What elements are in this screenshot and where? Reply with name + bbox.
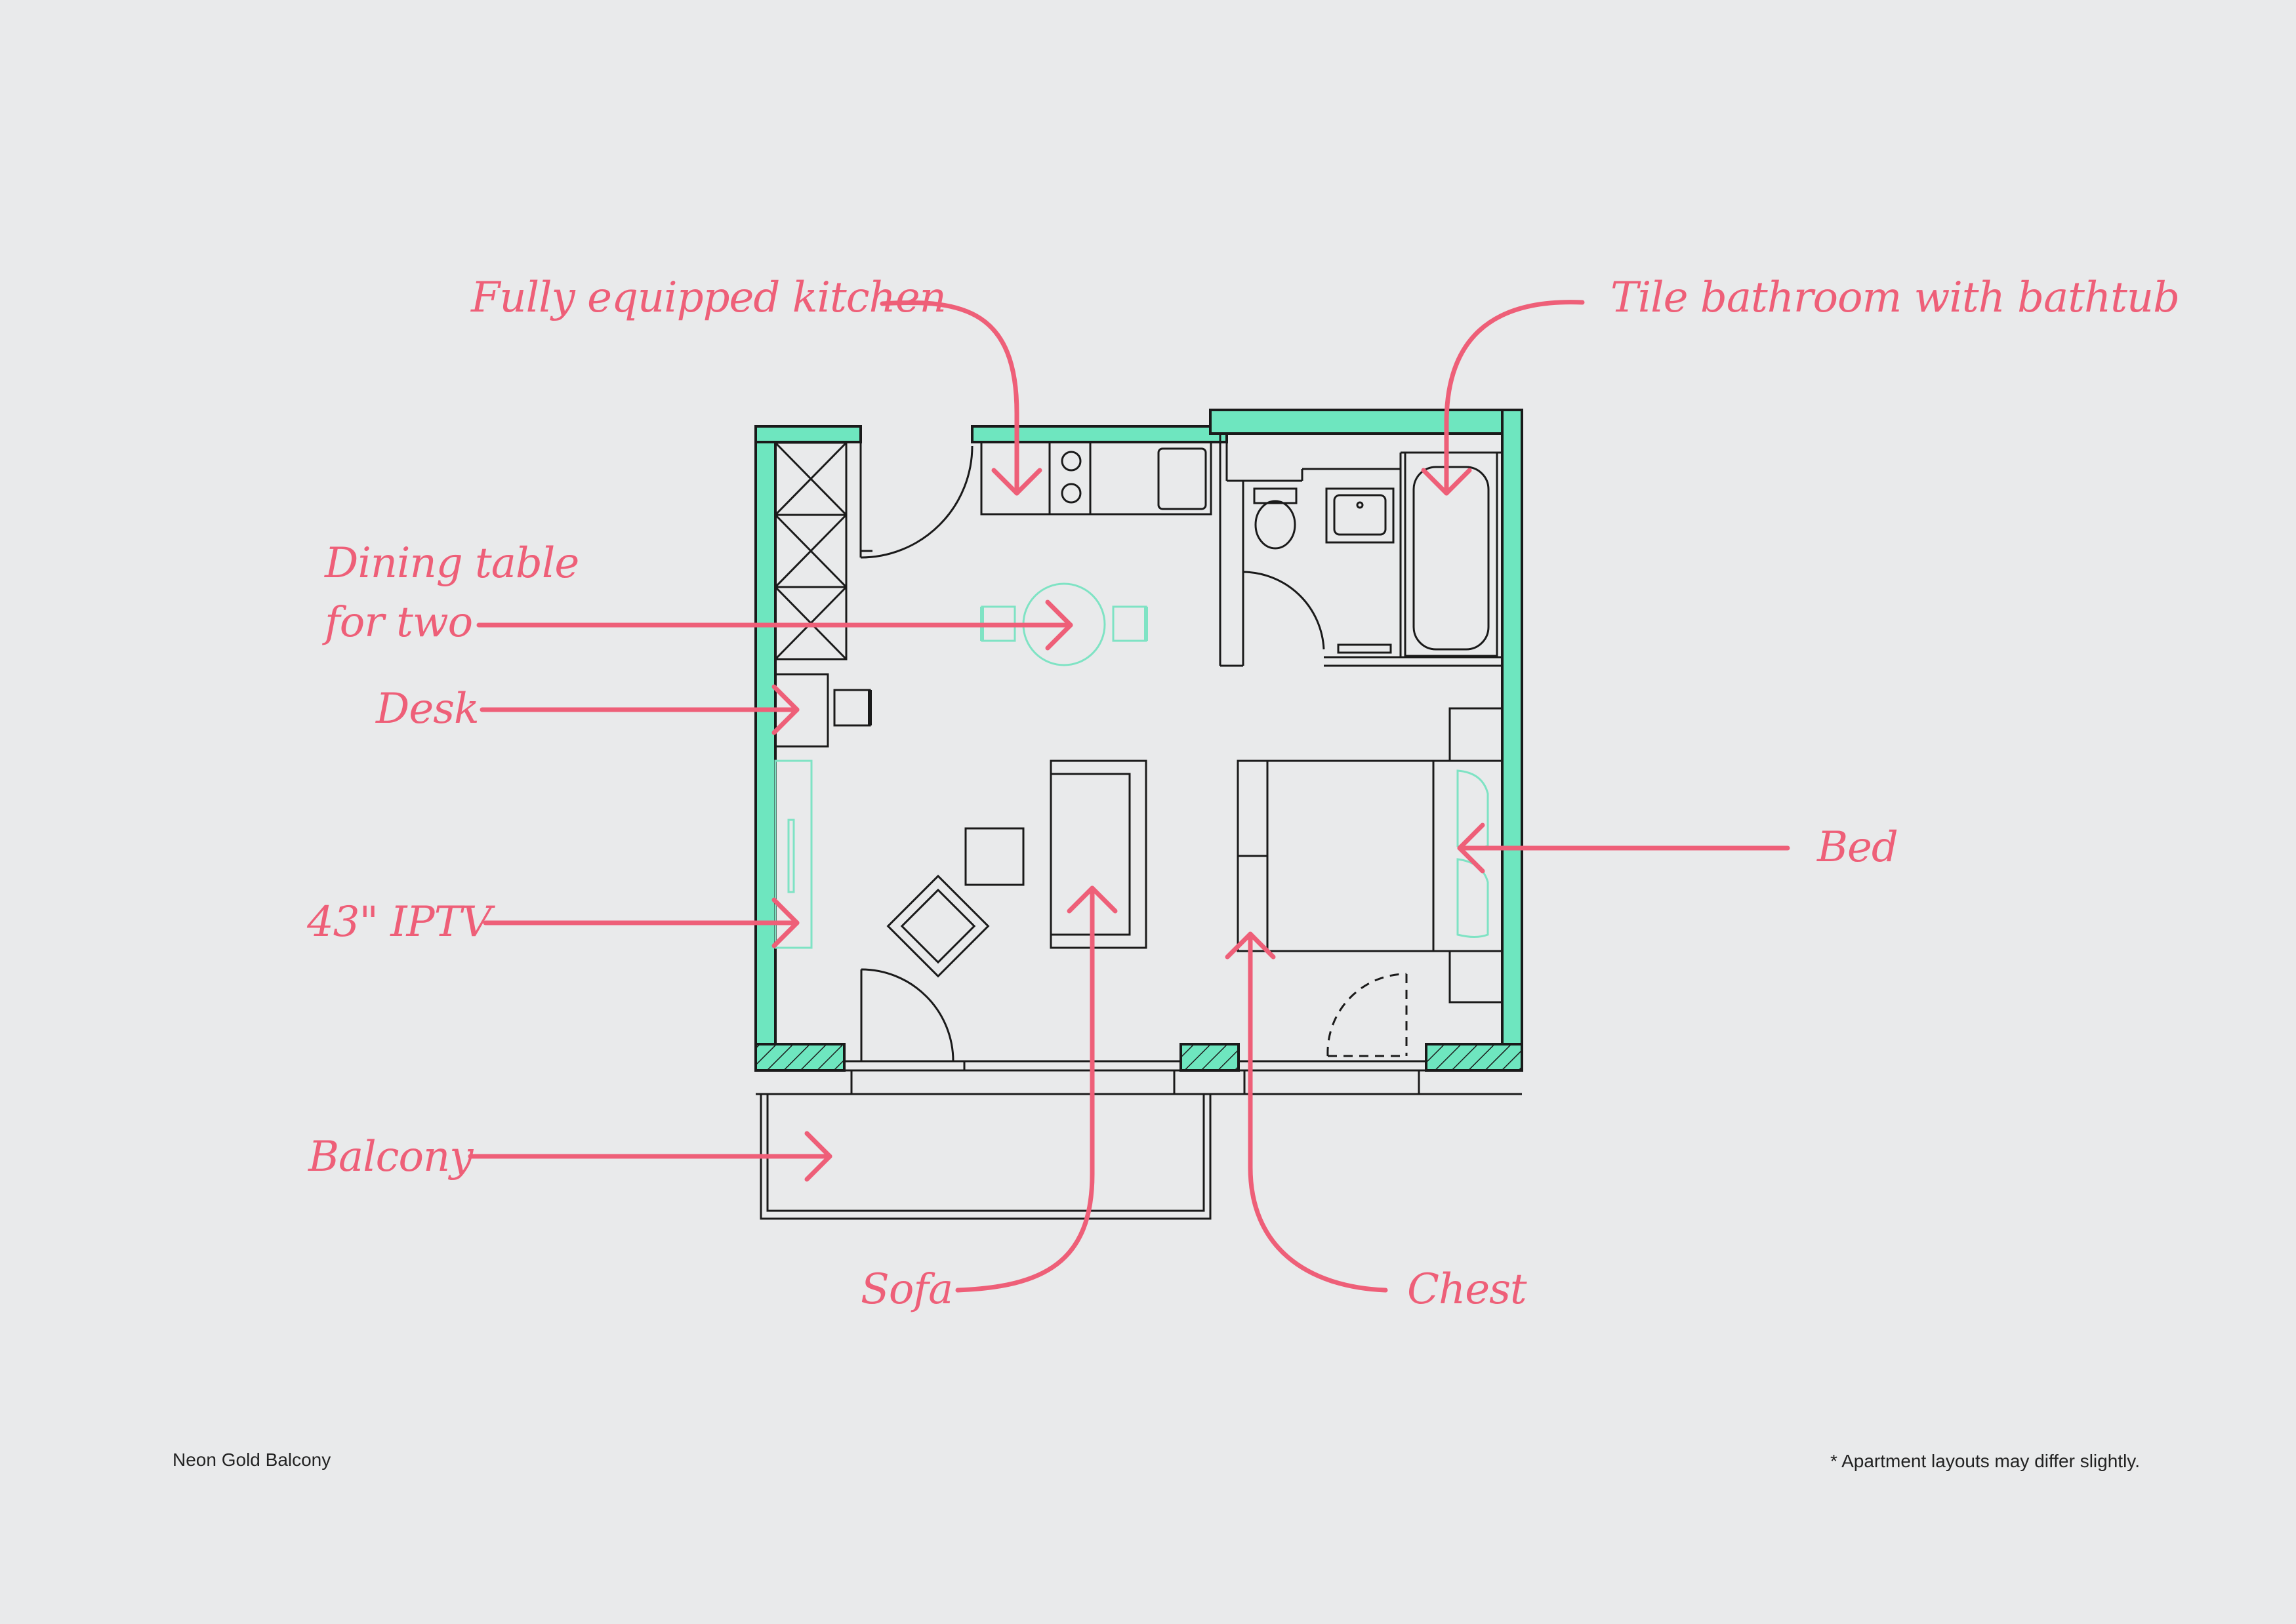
annotation-labels: Fully equipped kitchen Tile bathroom wit…: [306, 274, 2180, 1314]
wall-left: [754, 425, 777, 1045]
tv-unit: [774, 760, 813, 949]
label-kitchen: Fully equipped kitchen: [470, 274, 946, 322]
sofa: [1050, 760, 1147, 949]
wall-top-middle: [971, 425, 1228, 443]
label-chest: Chest: [1407, 1265, 1527, 1314]
balcony-threshold: [756, 1070, 1522, 1095]
balcony-door: [1326, 973, 1408, 1057]
exterior-walls: [754, 409, 1523, 1045]
arrow-kitchen: [880, 300, 1042, 496]
bed: [1237, 707, 1504, 1004]
bottom-wall-segments: [754, 1043, 1523, 1072]
label-balcony: Balcony: [308, 1133, 474, 1181]
bathroom-door: [1242, 571, 1392, 666]
coffee-table: [964, 827, 1025, 886]
arrow-bathroom: [1421, 300, 1585, 496]
label-dining-line1: Dining table: [324, 539, 579, 588]
annotation-arrows: [468, 300, 1790, 1293]
entrance-door: [859, 442, 974, 559]
label-bed: Bed: [1816, 823, 1898, 872]
wardrobe: [774, 441, 848, 660]
bathtub: [1404, 451, 1498, 657]
interior-plan: [756, 434, 1522, 1220]
toilet: [1253, 487, 1298, 550]
window-strip: [844, 1060, 1426, 1072]
arrow-tv: [483, 897, 800, 948]
bathroom-walls: [1219, 434, 1502, 667]
label-sofa: Sofa: [861, 1265, 953, 1314]
wall-bottom-right: [1425, 1043, 1523, 1072]
arrow-sofa: [955, 885, 1118, 1293]
accent-furniture: [774, 582, 1489, 949]
arrow-chest: [1225, 931, 1388, 1293]
label-tv: 43" IPTV: [306, 898, 495, 946]
wall-right: [1501, 409, 1523, 1045]
layout-disclaimer: * Apartment layouts may differ slightly.: [1830, 1451, 2140, 1471]
armchair: [886, 874, 990, 978]
apartment-name: Neon Gold Balcony: [173, 1450, 331, 1470]
label-bathroom: Tile bathroom with bathtub: [1610, 274, 2179, 322]
arrow-desk: [480, 684, 800, 735]
label-desk: Desk: [375, 685, 479, 733]
wall-bottom-left: [754, 1043, 846, 1072]
wall-top-right: [1209, 409, 1523, 435]
kitchen-counter: [980, 441, 1212, 516]
wall-bottom-middle: [1179, 1043, 1240, 1072]
arrow-dining: [476, 599, 1073, 651]
living-door: [860, 968, 954, 1062]
label-dining-line2: for two: [322, 598, 472, 647]
wall-top-left: [754, 425, 862, 443]
arrow-bed: [1457, 822, 1790, 874]
arrow-balcony: [468, 1131, 832, 1182]
sink: [1325, 487, 1395, 544]
